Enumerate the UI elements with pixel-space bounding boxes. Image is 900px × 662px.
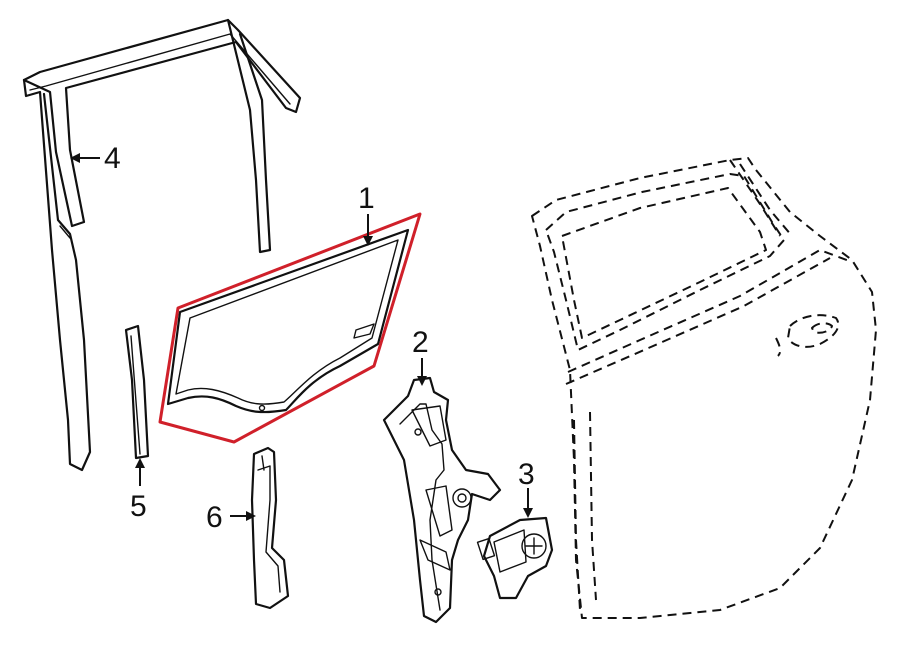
regulator-motor-part xyxy=(476,516,554,600)
window-regulator-part xyxy=(382,376,502,624)
callout-leaders xyxy=(70,153,533,521)
callout-1: 1 xyxy=(358,182,375,215)
callout-2: 2 xyxy=(412,326,429,359)
front-channel-seal-part xyxy=(124,324,150,460)
callout-3: 3 xyxy=(518,458,535,491)
glass-highlight-outline xyxy=(158,212,422,444)
door-glass-part xyxy=(158,212,422,444)
callout-4: 4 xyxy=(104,142,121,175)
callout-6: 6 xyxy=(206,501,223,534)
door-shell-phantom xyxy=(531,157,877,619)
callout-5: 5 xyxy=(130,490,147,523)
callout-labels: 1 2 3 4 5 6 xyxy=(104,142,535,534)
run-channel-part xyxy=(22,18,302,472)
rear-glass-guide-part xyxy=(250,446,290,610)
